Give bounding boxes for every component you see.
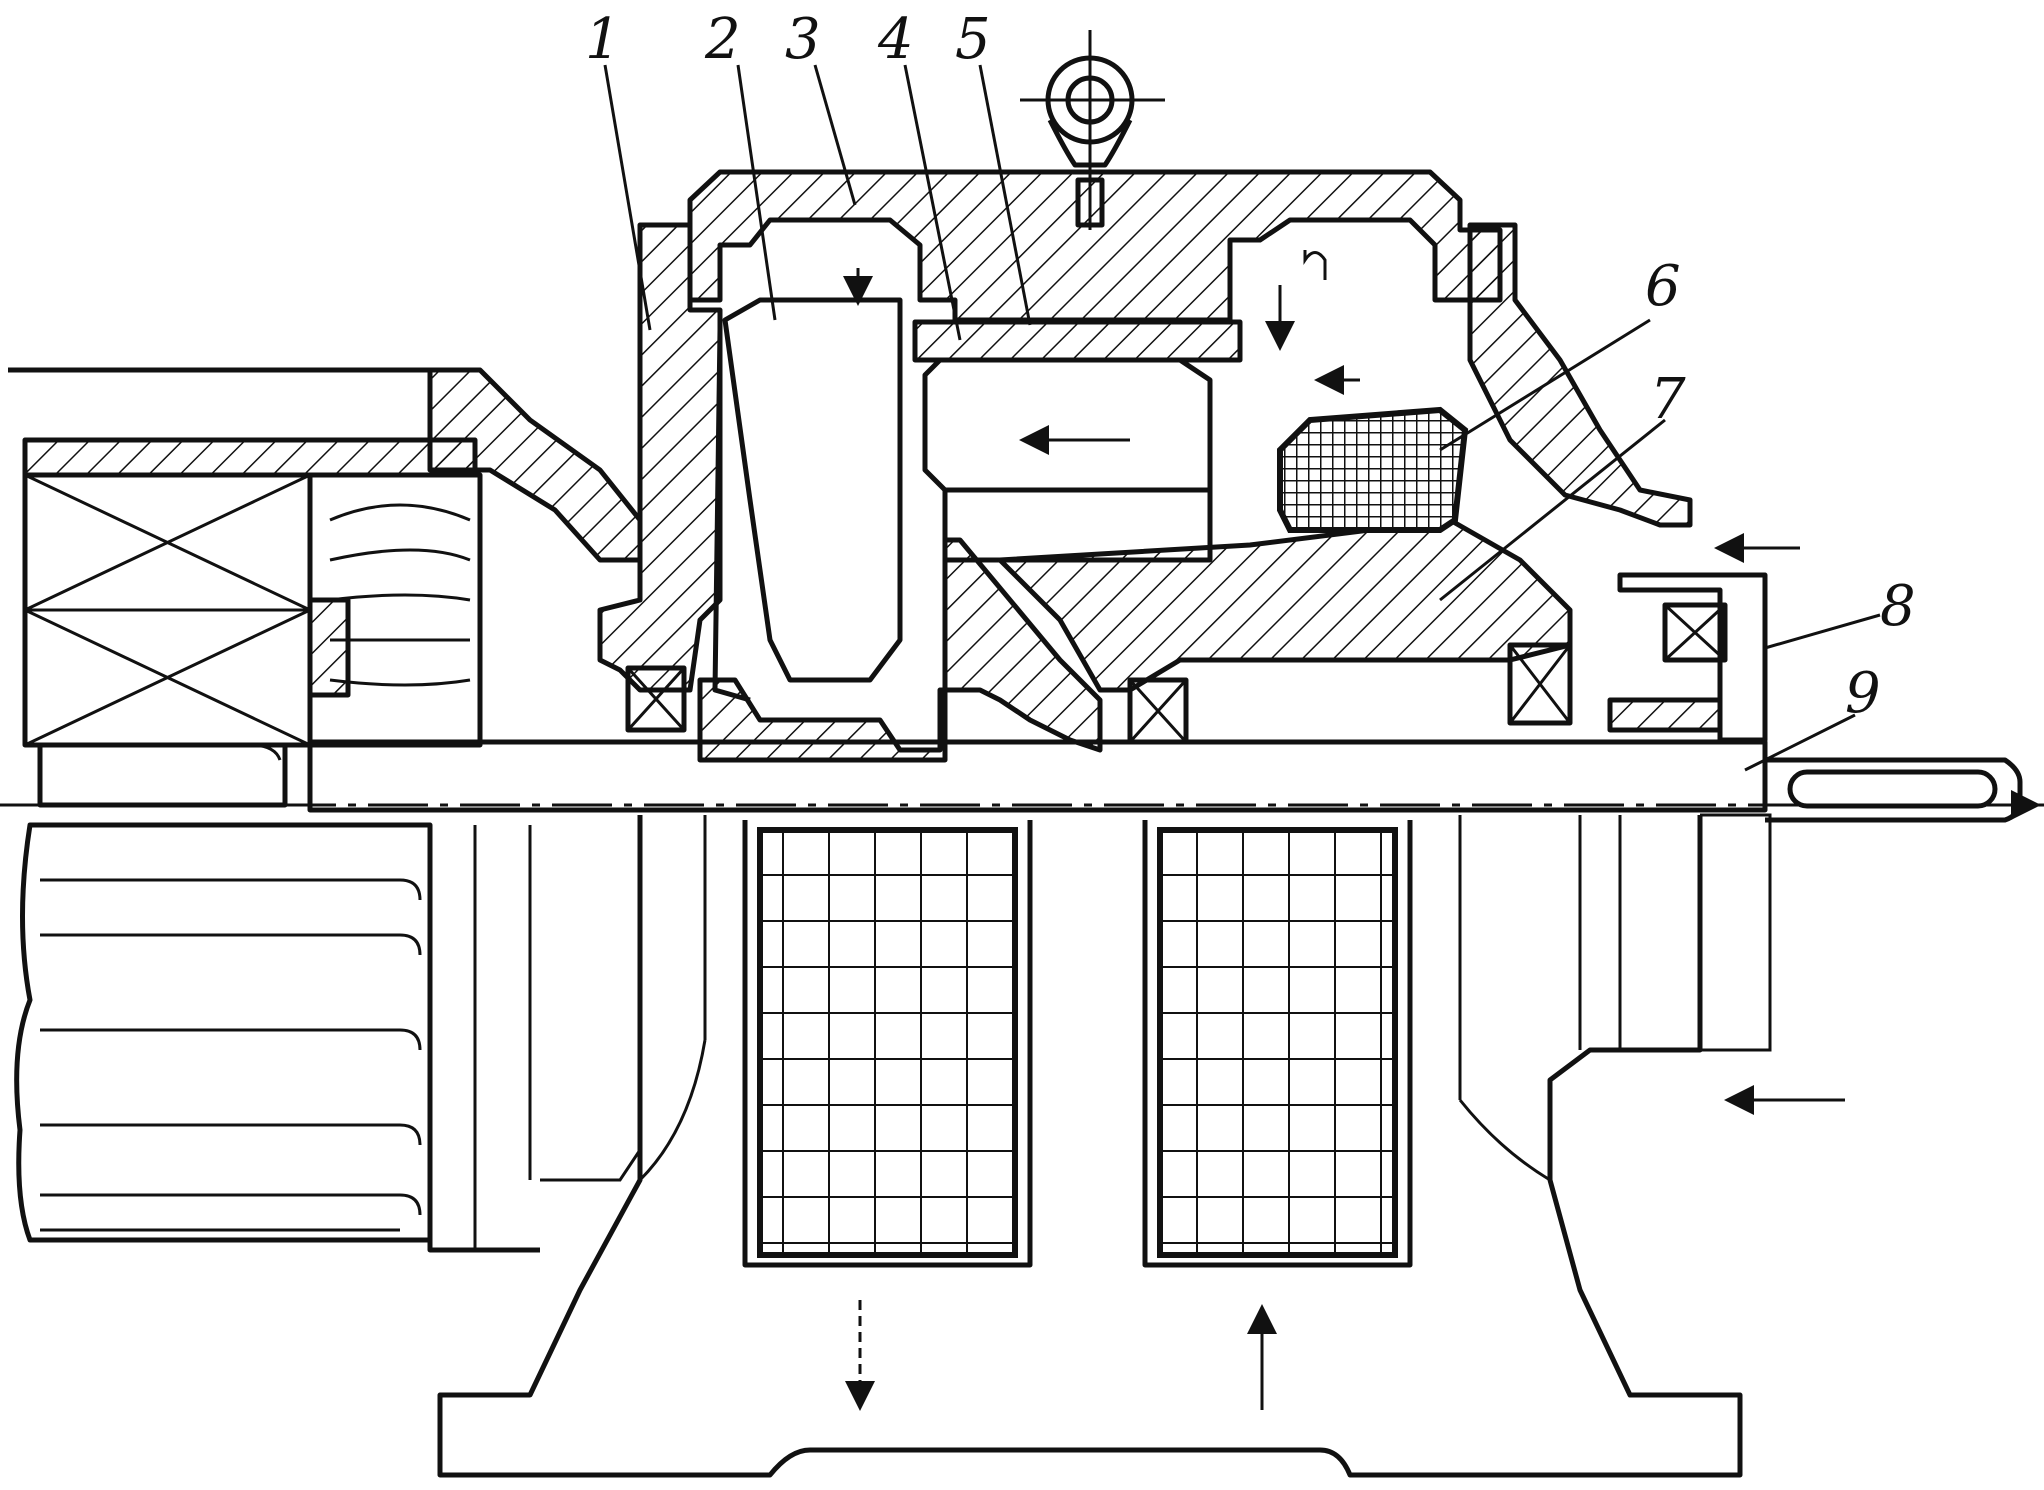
lifting-eye-bolt: [1020, 30, 1165, 230]
coil-6: [1277, 406, 1469, 533]
label-8: 8: [1880, 574, 1916, 639]
label-7: 7: [1650, 367, 1686, 432]
label-2: 2: [704, 7, 741, 72]
left-finned-housing: [14, 822, 642, 1253]
label-3: 3: [785, 7, 821, 72]
left-end-shield: [597, 222, 723, 693]
label-5: 5: [955, 7, 991, 72]
shaft-key: [1787, 769, 1998, 809]
right-end-shield: [1467, 222, 1693, 528]
stator-core-5: [912, 319, 1243, 363]
airflow-arrows: [843, 250, 2041, 1411]
bearing-right: [1507, 642, 1573, 726]
bearing-left: [625, 665, 687, 733]
stator-winding-4: [922, 357, 1213, 493]
label-4: 4: [877, 7, 914, 72]
part-labels: 1 2 3 4 5 6 7 8 9: [585, 7, 1916, 726]
inner-hub: [697, 537, 1103, 763]
rotor-7: [997, 517, 1573, 693]
shaft: [0, 739, 2044, 823]
label-9: 9: [1845, 661, 1881, 726]
lower-body: [437, 813, 1772, 1478]
leader-lines: [603, 64, 1881, 772]
label-1: 1: [585, 7, 621, 72]
housing-top: [687, 169, 1503, 323]
bearing-8: [1662, 602, 1728, 663]
lower-windings: [742, 820, 1413, 1268]
housing: [597, 169, 1693, 693]
label-6: 6: [1645, 254, 1681, 319]
left-coupled-machine: [8, 367, 643, 808]
fan-blade-2: [722, 297, 903, 683]
winding-left: [757, 827, 1018, 1258]
winding-right: [1157, 827, 1398, 1258]
